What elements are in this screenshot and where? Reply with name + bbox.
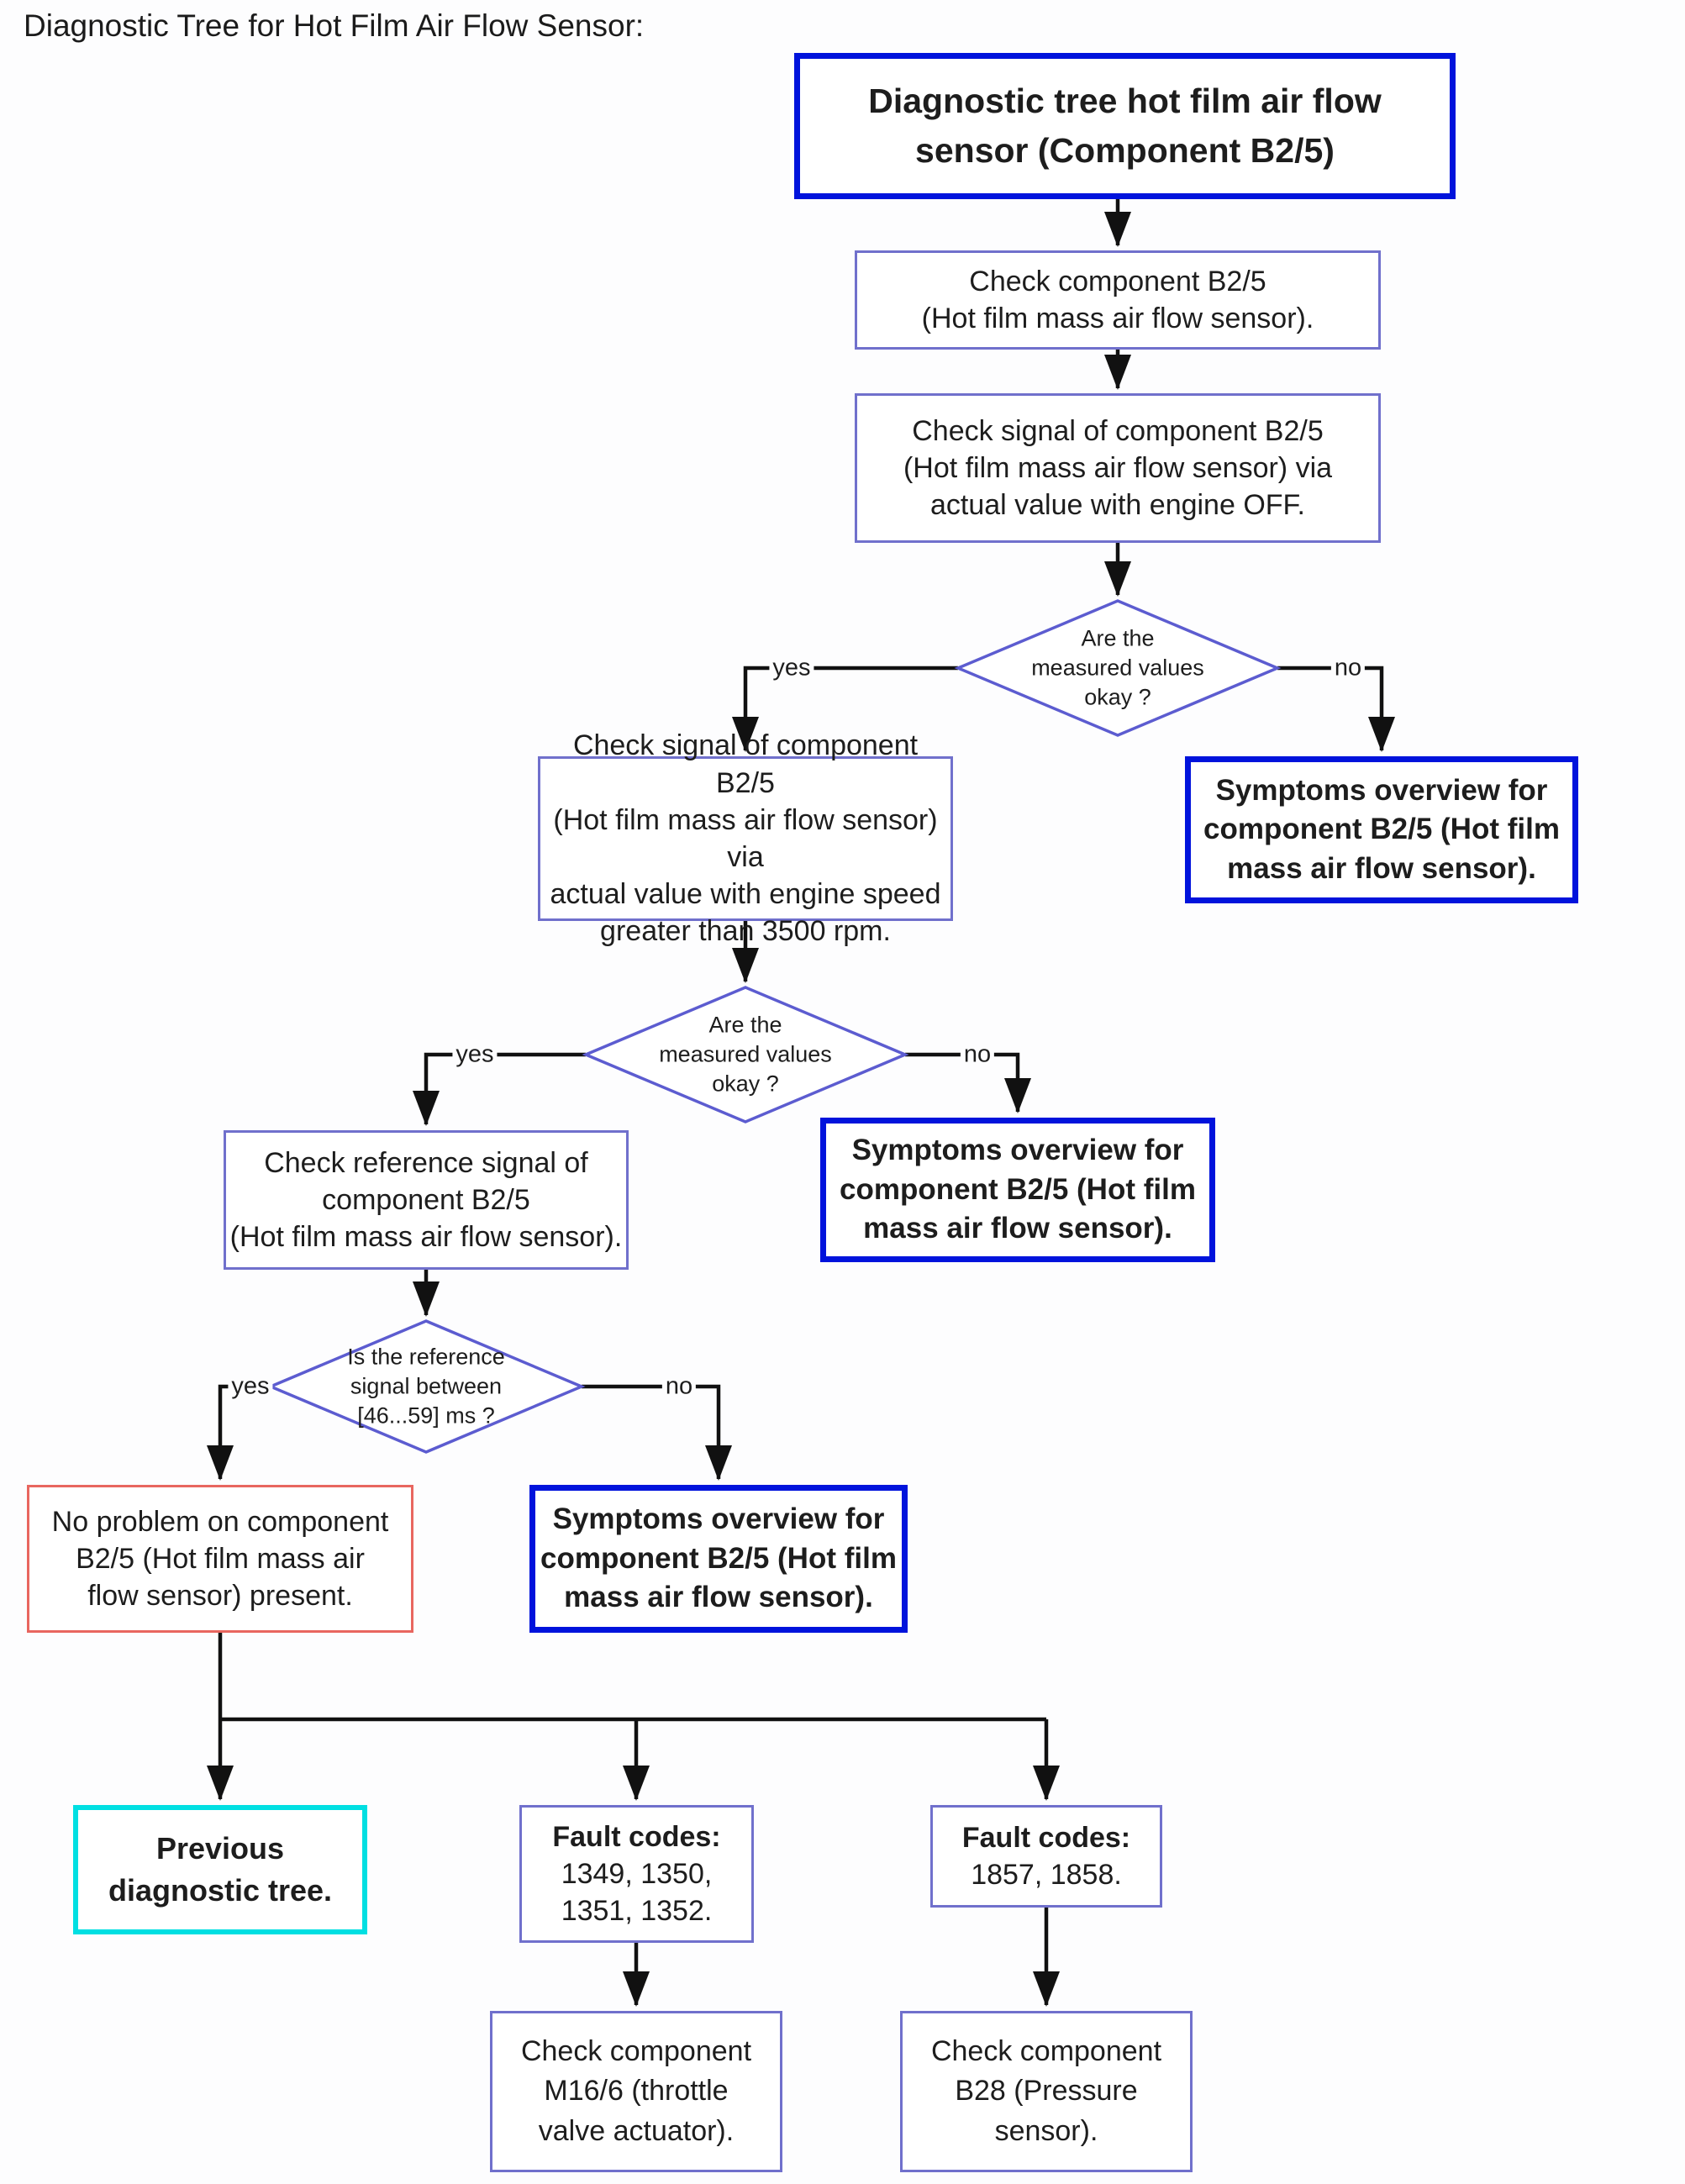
decision-3-text: Is the reference signal between [46...59… — [347, 1344, 505, 1429]
decision-1-yes-label: yes — [769, 654, 814, 682]
decision-1-text: Are the measured values okay ? — [1031, 625, 1204, 710]
decision-3-no-label: no — [661, 1372, 697, 1401]
node-check-signal-engine-off: Check signal of component B2/5 (Hot film… — [855, 393, 1381, 543]
edge-decision3-yes — [207, 1384, 271, 1481]
node-fault-codes-1: Fault codes: 1349, 1350, 1351, 1352. — [519, 1805, 754, 1943]
node-check-reference-signal: Check reference signal of component B2/5… — [224, 1130, 629, 1270]
fault-codes-1-values: 1349, 1350, 1351, 1352. — [561, 1857, 713, 1928]
node-check-b28: Check component B28 (Pressure sensor). — [900, 2011, 1193, 2172]
fault-codes-1-label: Fault codes: — [552, 1820, 721, 1853]
node-symptoms-overview-2: Symptoms overview for component B2/5 (Ho… — [820, 1118, 1215, 1262]
edge-decision2-yes — [413, 1052, 586, 1126]
edge-decision3-no — [582, 1384, 732, 1481]
node-symptoms-overview-1: Symptoms overview for component B2/5 (Ho… — [1185, 756, 1578, 903]
fault-codes-2-values: 1857, 1858. — [971, 1859, 1122, 1891]
edge-decision1-yes — [732, 666, 958, 752]
decision-3-yes-label: yes — [228, 1372, 273, 1401]
page-title: Diagnostic Tree for Hot Film Air Flow Se… — [24, 8, 645, 43]
node-root: Diagnostic tree hot film air flow sensor… — [794, 53, 1456, 199]
decision-1-no-label: no — [1330, 654, 1366, 682]
edge-decision1-no — [1277, 666, 1395, 752]
node-symptoms-overview-3: Symptoms overview for component B2/5 (Ho… — [529, 1485, 908, 1633]
decision-2-text: Are the measured values okay ? — [659, 1012, 832, 1097]
fault-codes-2-label: Fault codes: — [961, 1821, 1131, 1854]
decision-diamond-1 — [954, 599, 1282, 737]
node-no-problem: No problem on component B2/5 (Hot film m… — [27, 1485, 413, 1633]
edge-decision2-no — [905, 1052, 1031, 1113]
decision-2-yes-label: yes — [452, 1040, 498, 1069]
node-previous-diagnostic-tree: Previous diagnostic tree. — [73, 1805, 367, 1934]
decision-diamond-2 — [582, 986, 909, 1124]
decision-2-no-label: no — [960, 1040, 995, 1069]
decision-diamond-3 — [266, 1319, 586, 1454]
node-check-component: Check component B2/5 (Hot film mass air … — [855, 250, 1381, 350]
node-check-m16-6: Check component M16/6 (throttle valve ac… — [490, 2011, 782, 2172]
node-fault-codes-2: Fault codes: 1857, 1858. — [930, 1805, 1162, 1908]
node-check-signal-3500rpm: Check signal of component B2/5 (Hot film… — [538, 729, 953, 947]
